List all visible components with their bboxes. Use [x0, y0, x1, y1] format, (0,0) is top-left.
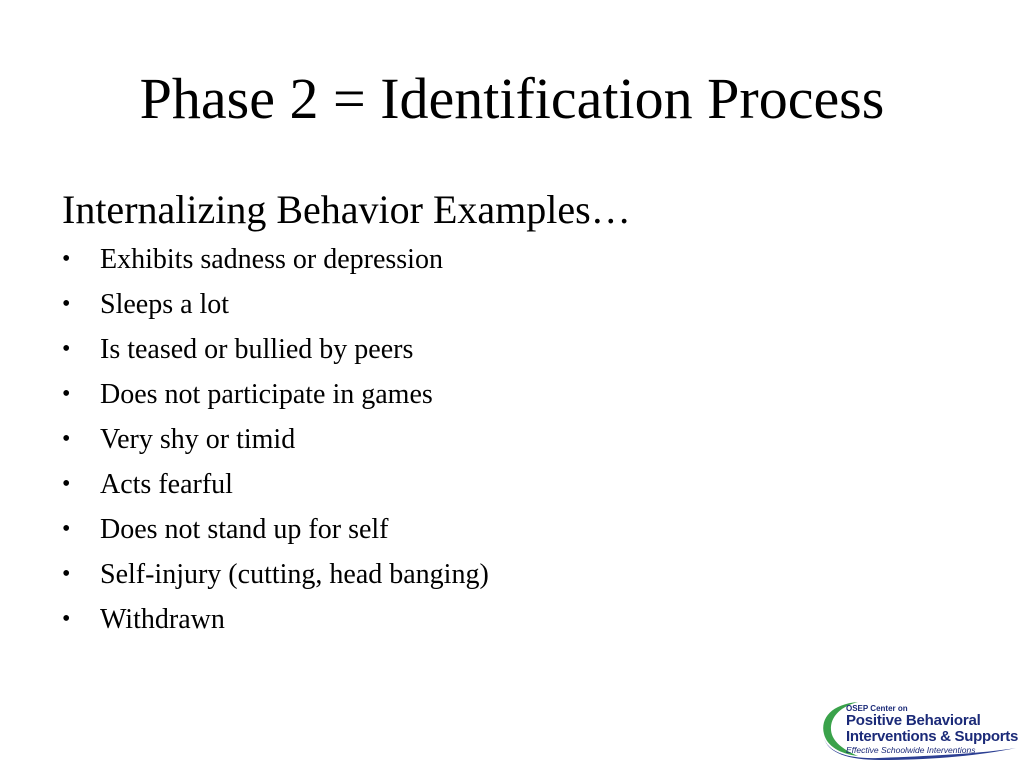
bullet-dot-icon: • — [62, 381, 71, 407]
bullet-dot-icon: • — [62, 561, 71, 587]
logo-line-tagline: Effective Schoolwide Interventions — [846, 745, 976, 755]
pbis-logo: OSEP Center on Positive Behavioral Inter… — [818, 698, 1018, 760]
bullet-text: Withdrawn — [100, 604, 225, 635]
bullet-text: Exhibits sadness or depression — [100, 244, 443, 275]
logo-line-osep: OSEP Center on — [846, 704, 908, 713]
swoosh-logo-icon — [823, 702, 1016, 760]
bullet-dot-icon: • — [62, 246, 71, 272]
bullet-text: Acts fearful — [100, 469, 233, 500]
logo-text: OSEP Center on Positive Behavioral Inter… — [846, 704, 1018, 755]
logo-line-is: Interventions & Supports — [846, 728, 1018, 745]
slide-title: Phase 2 = Identification Process — [139, 66, 885, 131]
bullet-dot-icon: • — [62, 516, 71, 542]
bullet-dot-icon: • — [62, 291, 71, 317]
logo-line-pb: Positive Behavioral — [846, 712, 981, 729]
section-heading: Internalizing Behavior Examples… — [62, 187, 631, 232]
bullet-text: Does not stand up for self — [100, 514, 389, 545]
bullet-text: Sleeps a lot — [100, 289, 230, 320]
bullet-dot-icon: • — [62, 606, 71, 632]
bullet-dot-icon: • — [62, 426, 71, 452]
bullet-text: Is teased or bullied by peers — [100, 334, 414, 365]
bullet-text: Very shy or timid — [100, 424, 296, 455]
bullet-text: Self-injury (cutting, head banging) — [100, 559, 489, 590]
bullet-text: Does not participate in games — [100, 379, 433, 410]
bullet-dot-icon: • — [62, 471, 71, 497]
bullet-dot-icon: • — [62, 336, 71, 362]
